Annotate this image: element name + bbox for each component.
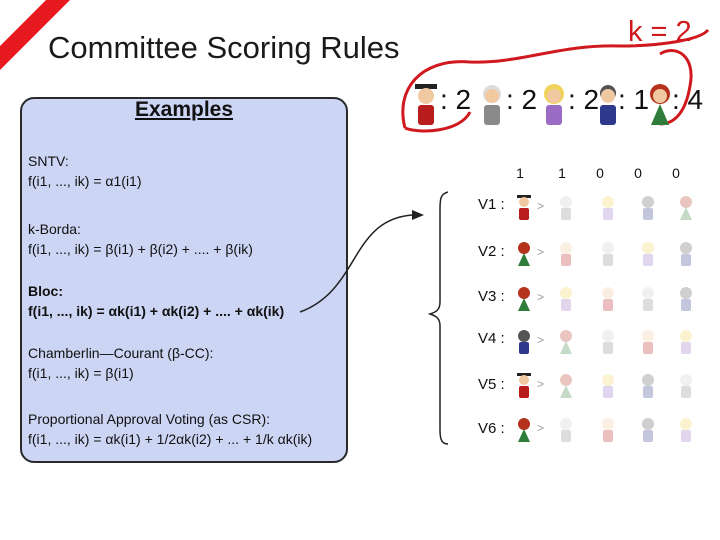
top-score-3: 0 [596,165,604,181]
voter-preference-1: > [515,194,715,220]
businessman-icon [642,418,654,442]
voter-label-3: V3 : [478,288,505,305]
examples-heading: Examples [134,98,234,121]
rule-bloc: Bloc: f(i1, ..., ik) = αk(i1) + αk(i2) +… [28,281,284,321]
voter-preference-4: > [515,328,715,354]
examples-panel: Examples SNTV: f(i1, ..., ik) = α1(i1) k… [20,97,348,463]
blonde-woman-icon [602,374,614,398]
graduate-man-icon [517,195,531,220]
rule-sntv: SNTV: f(i1, ..., ik) = α1(i1) [28,151,142,191]
blonde-woman-icon [560,287,572,311]
top-score-2: 1 [558,165,566,181]
graduate-man-icon [602,287,614,311]
old-man-icon [560,196,572,220]
businessman-icon [680,242,692,266]
graduate-man-icon [642,330,654,354]
businessman-icon [642,196,654,220]
rule-formula: f(i1, ..., ik) = αk(i1) + αk(i2) + .... … [28,303,285,319]
candidate-score: : 2 [568,84,600,115]
old-man-icon [642,287,654,311]
rule-name: SNTV: [28,153,69,169]
old-man-icon [483,85,501,125]
rule-formula: f(i1, ..., ik) = β(i1) [28,365,134,381]
blonde-woman-icon [544,84,564,125]
old-man-icon [602,242,614,266]
graduate-man-icon [517,373,531,398]
top-score-4: 0 [634,165,642,181]
voter-label-4: V4 : [478,330,505,347]
voter-label-2: V2 : [478,243,505,260]
rule-name: Proportional Approval Voting (as CSR): [28,411,271,427]
corner-decoration-inner [0,0,46,46]
blonde-woman-icon [680,418,692,442]
businessman-icon [518,330,530,354]
rule-name: Bloc: [28,283,63,299]
greater-than-icon: > [537,333,545,347]
greater-than-icon: > [537,199,545,213]
red-haired-woman-icon [680,196,692,220]
blonde-woman-icon [602,196,614,220]
voter-preference-6: > [515,416,715,442]
graduate-man-icon [602,418,614,442]
businessman-icon [600,85,616,125]
red-haired-woman-icon [518,287,530,311]
businessman-icon [680,287,692,311]
rule-k-borda: k-Borda: f(i1, ..., ik) = β(i1) + β(i2) … [28,219,253,259]
red-haired-woman-icon [560,330,572,354]
top-score-5: 0 [672,165,680,181]
blonde-woman-icon [642,242,654,266]
old-man-icon [560,418,572,442]
rule-formula: f(i1, ..., ik) = αk(i1) + 1/2αk(i2) + ..… [28,431,313,447]
red-haired-woman-icon [518,418,530,442]
committee-size-label: k = 2 [628,16,692,48]
candidate-score: : 1 [618,84,650,115]
voter-label-5: V5 : [478,376,505,393]
rule-chamberlin-courant: Chamberlin—Courant (β-CC): f(i1, ..., ik… [28,343,213,383]
graduate-man-icon [415,84,437,125]
old-man-icon [602,330,614,354]
slide-title: Committee Scoring Rules [48,30,400,65]
voter-label-6: V6 : [478,420,505,437]
candidate-row: : 2 : 2 : 2 : 1 : 4 [400,74,720,130]
greater-than-icon: > [537,377,545,391]
old-man-icon [680,374,692,398]
rule-formula: f(i1, ..., ik) = β(i1) + β(i2) + .... + … [28,241,253,257]
voter-preference-3: > [515,285,715,311]
candidate-score: : 2 [440,84,472,115]
graduate-man-icon [560,242,572,266]
greater-than-icon: > [537,421,545,435]
candidate-score: : 4 [672,84,704,115]
top-score-1: 1 [516,165,524,181]
rule-name: k-Borda: [28,221,81,237]
rule-formula: f(i1, ..., ik) = α1(i1) [28,173,142,189]
voter-preference-5: > [515,372,715,398]
voter-preference-2: > [515,240,715,266]
blonde-woman-icon [680,330,692,354]
voter-label-1: V1 : [478,196,505,213]
greater-than-icon: > [537,245,545,259]
red-haired-woman-icon [650,84,670,125]
candidate-score: : 2 [506,84,538,115]
red-haired-woman-icon [560,374,572,398]
greater-than-icon: > [537,290,545,304]
red-haired-woman-icon [518,242,530,266]
businessman-icon [642,374,654,398]
rule-pav: Proportional Approval Voting (as CSR): f… [28,409,312,449]
rule-name: Chamberlin—Courant (β-CC): [28,345,214,361]
